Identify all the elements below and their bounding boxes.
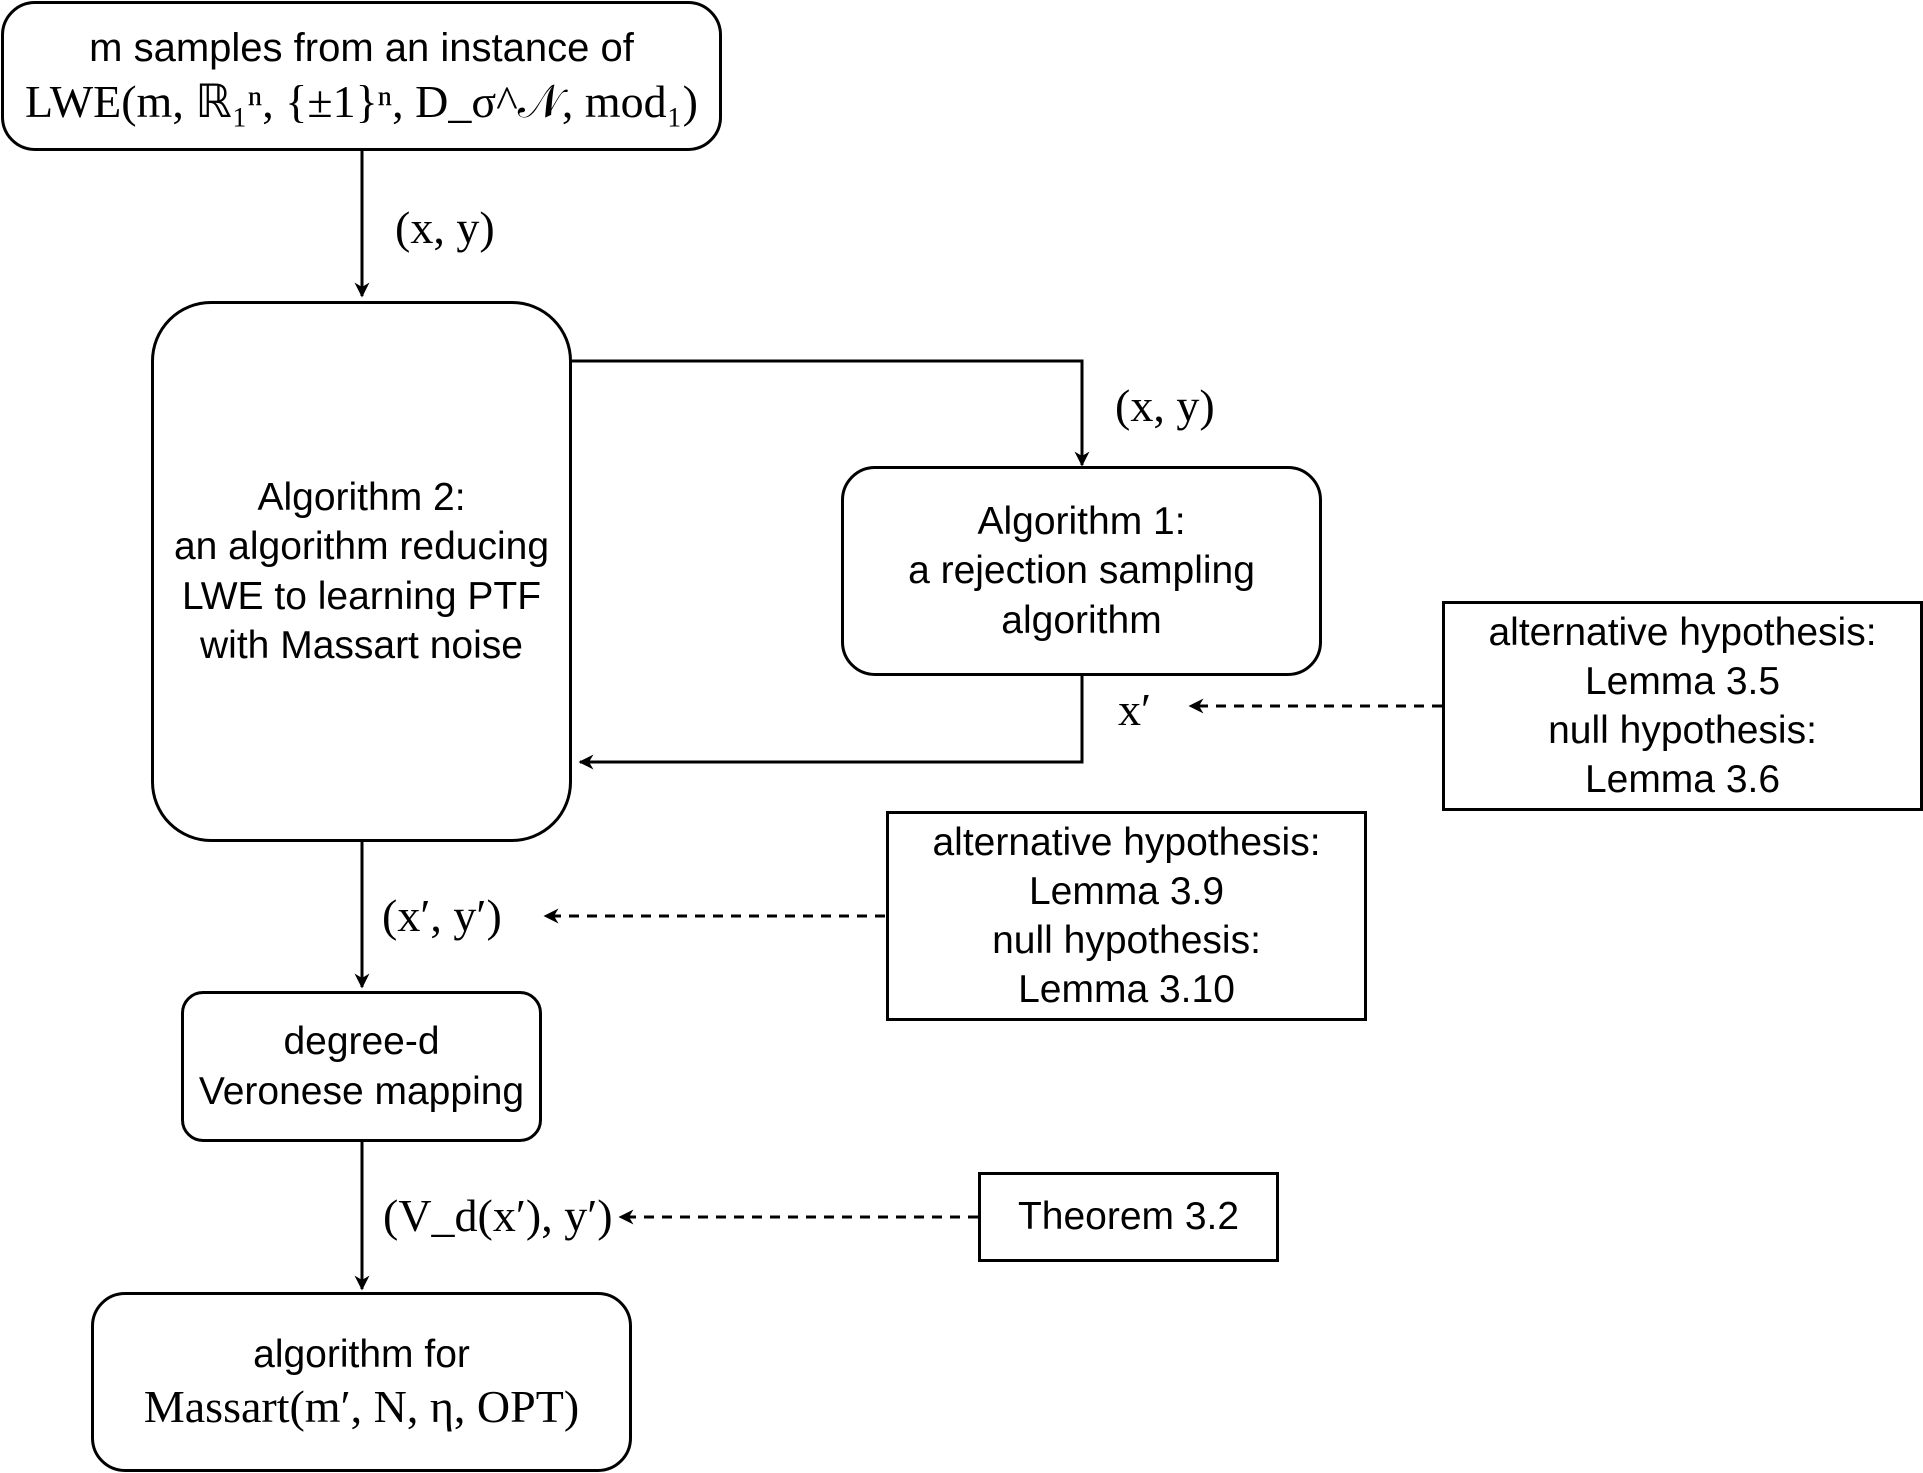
lemma-box-1-line1: alternative hypothesis:: [1488, 610, 1877, 654]
lemma-box-3-9-3-10: alternative hypothesis: Lemma 3.9 null h…: [886, 811, 1367, 1021]
massart-algorithm-node: algorithm for Massart(m′, N, η, OPT): [91, 1292, 632, 1472]
edge-label-xy-top: (x, y): [395, 202, 495, 253]
edge-algorithm1-to-algorithm2: [578, 676, 1084, 770]
algorithm1-line3: algorithm: [1001, 598, 1162, 642]
algorithm1-line2: a rejection sampling: [908, 549, 1255, 593]
theorem-box-label: Theorem 3.2: [1017, 1195, 1240, 1239]
edge-algorithm2-to-algorithm1: [572, 359, 1090, 467]
massart-line2: Massart(m′, N, η, OPT): [143, 1380, 580, 1432]
lwe-samples-node: m samples from an instance of LWE(m, ℝ₁ⁿ…: [1, 1, 722, 151]
theorem-box-3-2: Theorem 3.2: [978, 1172, 1279, 1262]
algorithm2-line3: LWE to learning PTF: [181, 574, 542, 618]
lwe-samples-line2: LWE(m, ℝ₁ⁿ, {±1}ⁿ, D_σ^𝒩, mod₁): [25, 75, 698, 127]
veronese-mapping-node: degree-d Veronese mapping: [181, 991, 542, 1142]
edge-label-xy-right: (x, y): [1115, 380, 1215, 431]
lemma-box-2-line4: Lemma 3.10: [1018, 968, 1235, 1012]
lemma-box-1-line2: Lemma 3.5: [1584, 659, 1781, 703]
lwe-samples-line1: m samples from an instance of: [89, 26, 634, 71]
edge-label-xy-prime: (x′, y′): [382, 890, 502, 941]
lemma-box-2-line2: Lemma 3.9: [1028, 869, 1225, 913]
massart-line1: algorithm for: [253, 1332, 470, 1376]
veronese-line1: degree-d: [283, 1020, 440, 1064]
edge-label-vd-xy-prime: (V_d(x′), y′): [383, 1190, 613, 1241]
algorithm2-line2: an algorithm reducing: [173, 525, 550, 569]
veronese-line2: Veronese mapping: [198, 1069, 525, 1113]
lemma-box-1-line4: Lemma 3.6: [1584, 758, 1781, 802]
lemma-box-2-line3: null hypothesis:: [992, 919, 1261, 962]
algorithm1-line1: Algorithm 1:: [977, 500, 1186, 544]
lemma-box-1-line3: null hypothesis:: [1548, 709, 1817, 752]
algorithm1-node: Algorithm 1: a rejection sampling algori…: [841, 466, 1322, 676]
lemma-box-2-line1: alternative hypothesis:: [932, 820, 1321, 864]
algorithm2-node: Algorithm 2: an algorithm reducing LWE t…: [151, 301, 572, 842]
algorithm2-line1: Algorithm 2:: [257, 476, 466, 520]
lemma-box-3-5-3-6: alternative hypothesis: Lemma 3.5 null h…: [1442, 601, 1923, 811]
algorithm2-line4: with Massart noise: [200, 623, 523, 667]
edge-label-x-prime: x′: [1118, 684, 1152, 735]
